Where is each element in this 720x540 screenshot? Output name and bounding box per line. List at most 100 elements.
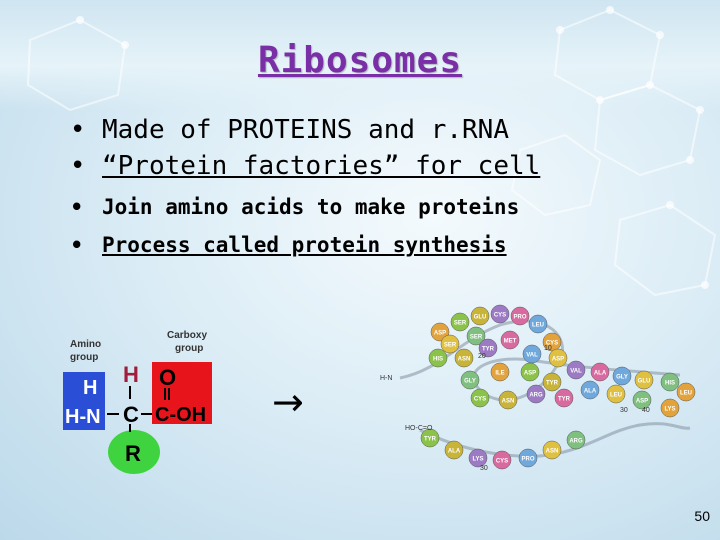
- residue-bead: [518, 448, 538, 468]
- residue-label: ALA: [448, 449, 461, 455]
- residue-bead: [676, 382, 696, 402]
- residue-label: GLU: [474, 315, 487, 321]
- residue-label: ALA: [594, 371, 607, 377]
- residue-bead: [440, 334, 460, 354]
- residue-number: 30: [620, 407, 628, 414]
- bullet-text: Process called protein synthesis: [102, 233, 507, 257]
- amino-group-label-1: Amino: [70, 339, 101, 350]
- residue-label: LYS: [664, 407, 675, 413]
- carboxyl-coh-letters: C-OH: [155, 404, 206, 426]
- residue-label: TYR: [424, 437, 437, 443]
- amino-hn-letters: H-N: [65, 406, 101, 428]
- bullet-item: “Protein factories” for cell: [70, 148, 540, 184]
- residue-label: ASP: [524, 371, 536, 377]
- residue-bead: [660, 398, 680, 418]
- residue-label: VAL: [526, 353, 538, 359]
- residue-label: ASP: [434, 331, 446, 337]
- residue-label: PRO: [521, 457, 534, 463]
- residue-bead: [566, 430, 586, 450]
- c-terminus-label: HO-C=O: [405, 425, 433, 432]
- residue-label: HIS: [665, 381, 675, 387]
- alpha-h-letter: H: [123, 362, 139, 387]
- residue-label: ARG: [569, 439, 583, 445]
- residue-bead: [450, 312, 470, 332]
- residue-label: ASP: [552, 357, 564, 363]
- residue-label: SER: [470, 335, 483, 341]
- residue-bead: [520, 362, 540, 382]
- residue-label: LEU: [610, 393, 622, 399]
- amino-acid-diagram: Amino group Carboxy group H H-N H C O C-…: [63, 330, 212, 474]
- r-letter: R: [125, 441, 141, 466]
- title-band: [0, 0, 720, 110]
- residue-label: SER: [444, 343, 457, 349]
- residue-label: TYR: [546, 381, 559, 387]
- residue-bead: [634, 370, 654, 390]
- r-group-circle: [108, 430, 160, 474]
- residue-bead: [444, 440, 464, 460]
- residue-label: CYS: [474, 397, 486, 403]
- residue-label: ALA: [584, 389, 597, 395]
- residue-bead: [526, 384, 546, 404]
- slide-title: Ribosomes: [257, 40, 463, 81]
- residue-bead: [606, 384, 626, 404]
- residue-label: LYS: [472, 457, 483, 463]
- residue-bead: [492, 450, 512, 470]
- bullet-text: Join amino acids to make proteins: [102, 195, 520, 219]
- page-number: 50: [694, 508, 710, 524]
- residue-bead: [470, 388, 490, 408]
- residue-bead: [466, 326, 486, 346]
- alpha-c-letter: C: [123, 402, 139, 427]
- residue-bead: [528, 314, 548, 334]
- residue-label: SER: [454, 321, 467, 327]
- amino-group-box: [63, 372, 105, 430]
- amino-group-label-2: group: [70, 352, 98, 363]
- residue-label: ASN: [458, 357, 471, 363]
- residue-label: CYS: [496, 459, 508, 465]
- residue-bead: [590, 362, 610, 382]
- carbonyl-o-letter: O: [159, 365, 176, 390]
- residue-bead: [510, 306, 530, 326]
- residue-bead: [428, 348, 448, 368]
- residue-number: 40: [642, 407, 650, 414]
- residue-label: TYR: [482, 347, 495, 353]
- residue-number: 30: [480, 465, 488, 472]
- residue-bead: [548, 348, 568, 368]
- residue-label: TYR: [558, 397, 571, 403]
- bullet-item: Made of PROTEINS and r.RNA: [70, 112, 540, 148]
- bullet-list: Made of PROTEINS and r.RNA “Protein fact…: [70, 112, 540, 264]
- residue-bead: [542, 440, 562, 460]
- residue-bead: [490, 362, 510, 382]
- residue-bead: [580, 380, 600, 400]
- residue-label: GLY: [616, 375, 628, 381]
- residue-bead: [454, 348, 474, 368]
- arrow-icon: →: [272, 380, 304, 424]
- residue-label: PRO: [513, 315, 526, 321]
- residue-bead: [470, 306, 490, 326]
- amino-h-letter: H: [83, 377, 97, 399]
- residue-number: 10: [544, 345, 552, 352]
- residue-bead: [420, 428, 440, 448]
- residue-label: ASN: [502, 399, 515, 405]
- residue-label: VAL: [570, 369, 582, 375]
- residue-label: LEU: [532, 323, 544, 329]
- protein-chain-diagram: ASP SER GLU CYS PRO LEU SER SER CYS HIS ASN TYR MET V…: [380, 304, 696, 472]
- bullet-item: Join amino acids to make proteins: [70, 188, 540, 226]
- residue-label: GLY: [464, 379, 476, 385]
- residue-bead: [660, 372, 680, 392]
- residue-bead: [490, 304, 510, 324]
- residue-bead: [542, 372, 562, 392]
- residue-bead: [460, 370, 480, 390]
- residue-label: MET: [504, 339, 517, 345]
- residue-label: CYS: [546, 341, 558, 347]
- residue-bead: [468, 448, 488, 468]
- n-terminus-label: H-N: [380, 375, 392, 382]
- residue-bead: [554, 388, 574, 408]
- residue-bead: [500, 330, 520, 350]
- residue-bead: [612, 366, 632, 386]
- carboxy-group-label-1: Carboxy: [167, 330, 207, 341]
- residue-label: GLU: [638, 379, 651, 385]
- amino-acid-beads: ASP SER GLU CYS PRO LEU SER SER CYS HIS ASN TYR MET V…: [420, 304, 696, 472]
- bullet-text: Made of PROTEINS and r.RNA: [102, 115, 509, 145]
- residue-label: LEU: [680, 391, 692, 397]
